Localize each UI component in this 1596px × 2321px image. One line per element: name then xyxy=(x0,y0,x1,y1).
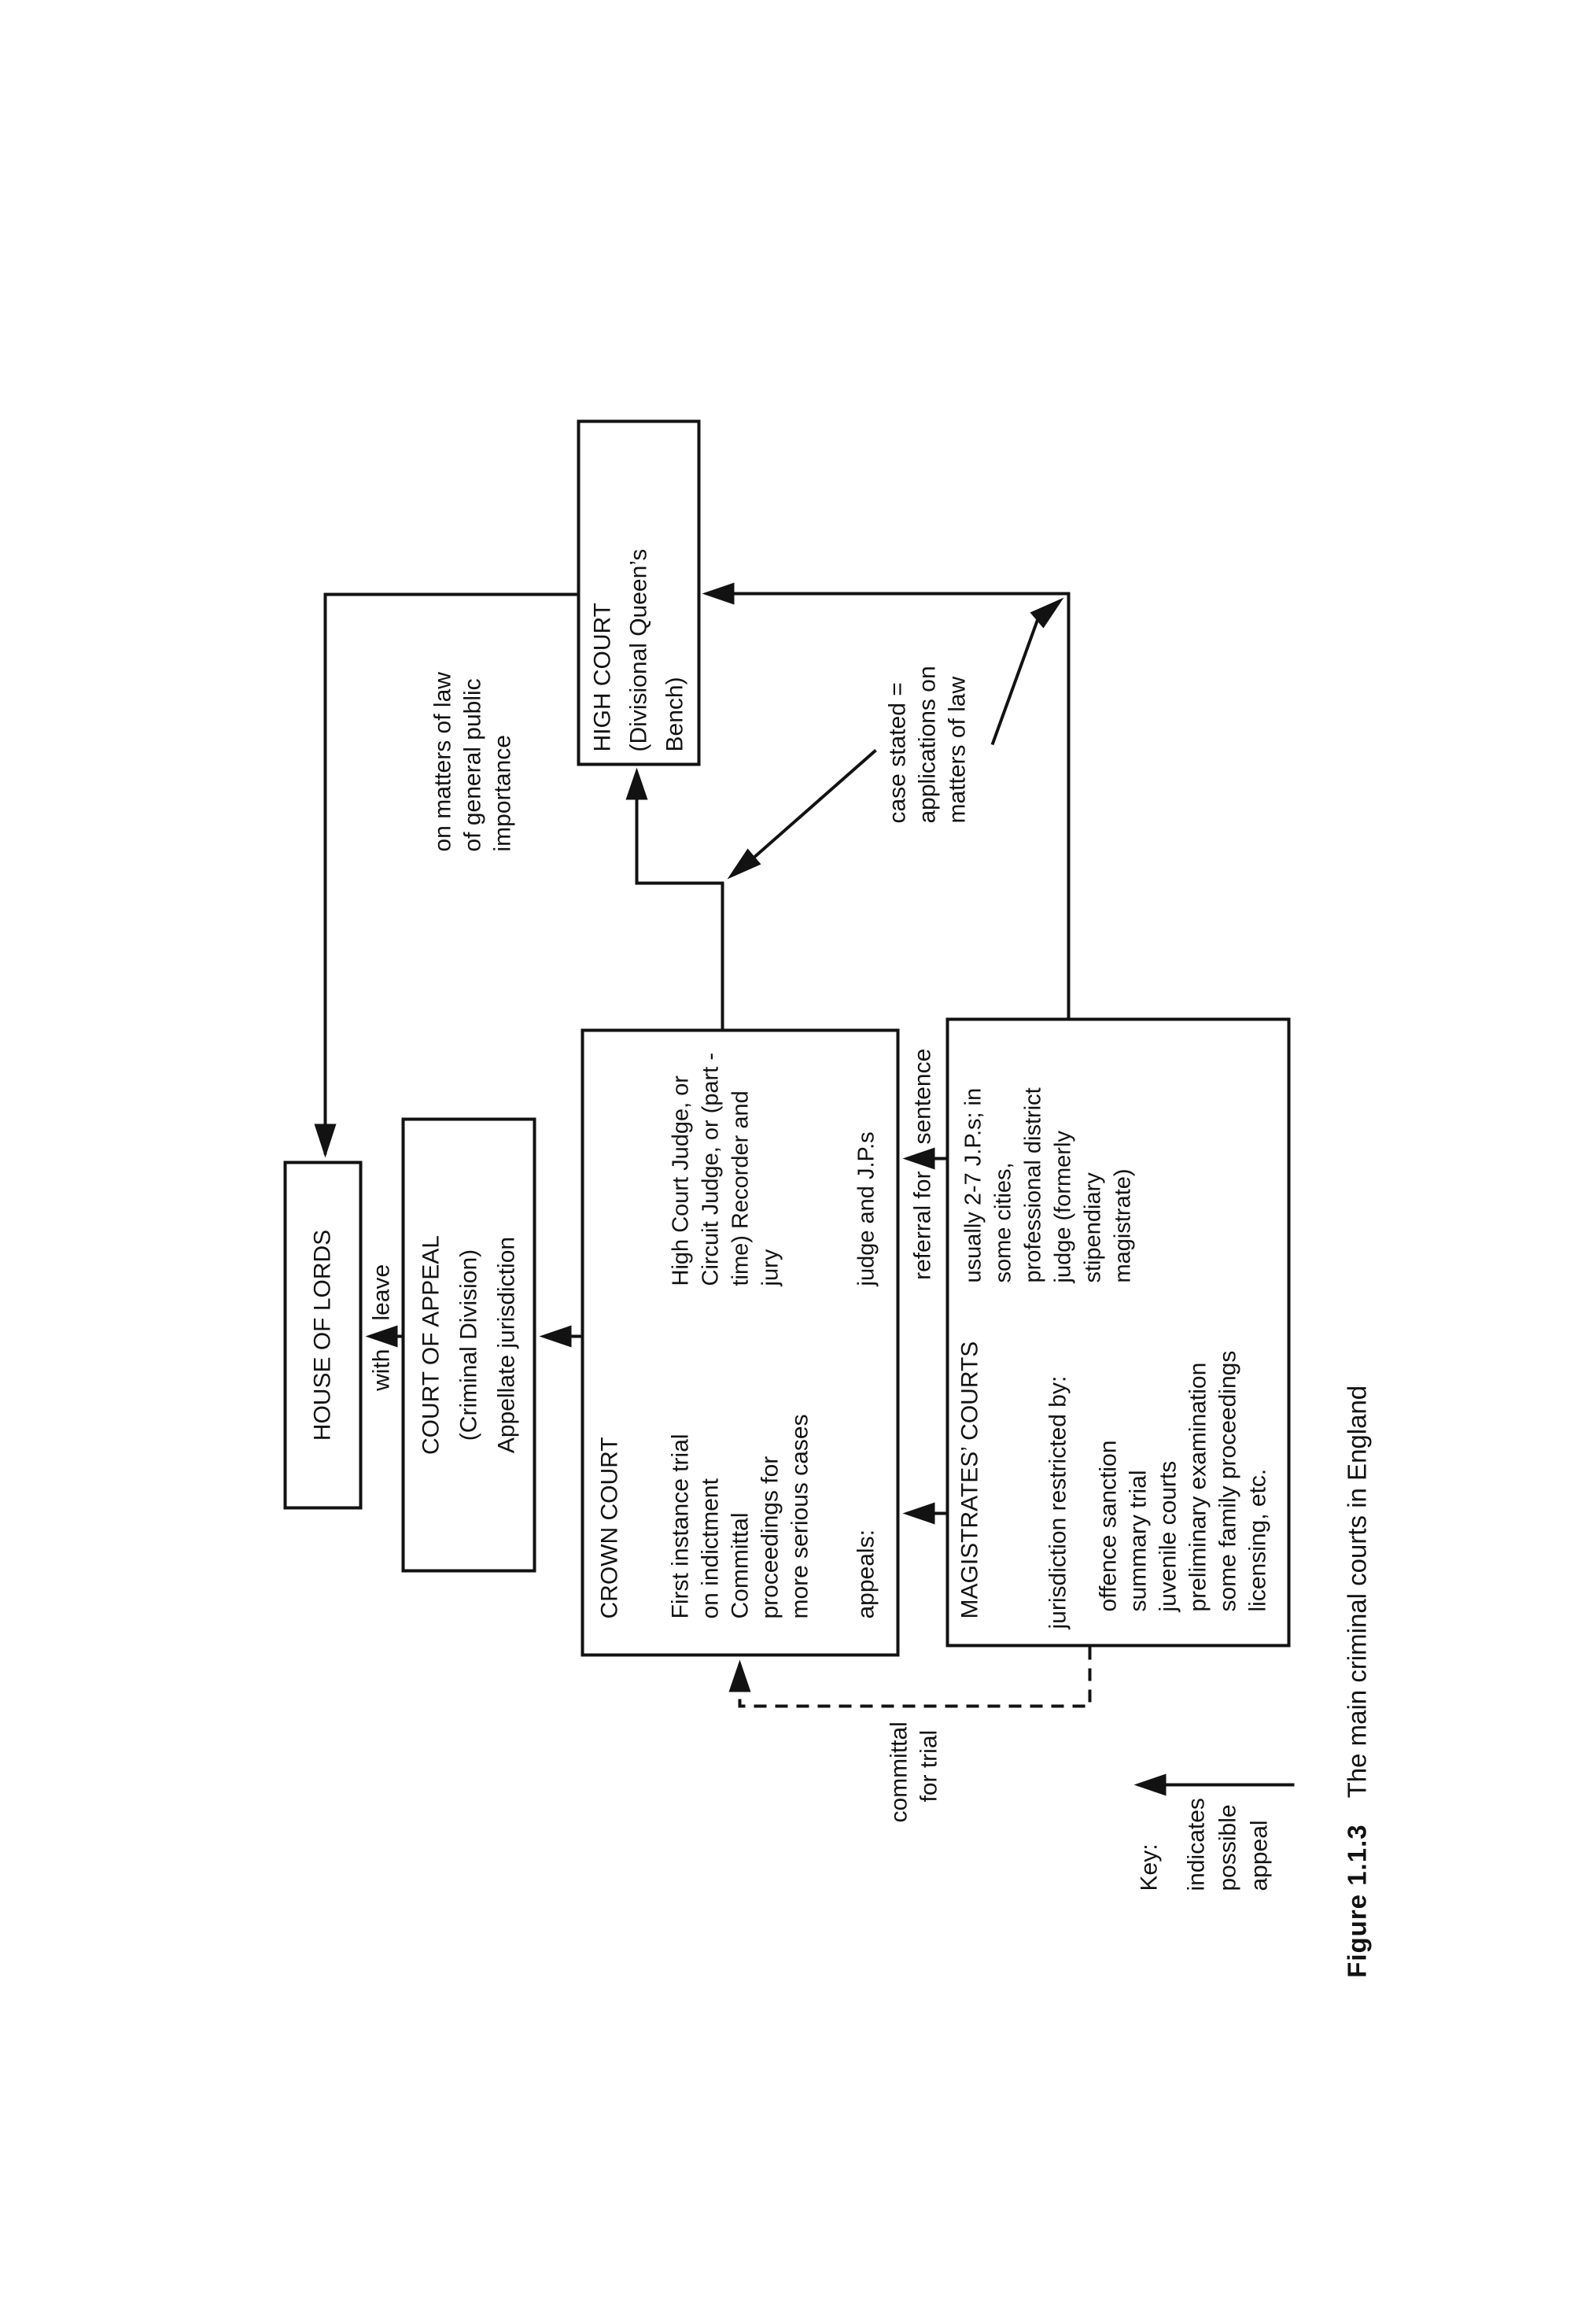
crown-court-right-line2: Circuit Judge, or (part - xyxy=(698,1052,723,1286)
arrowhead-key xyxy=(1133,1773,1166,1795)
line-highcourt-to-lords xyxy=(323,592,577,1154)
magistrates-intro: jurisdiction restricted by: xyxy=(1045,1375,1071,1629)
arrowhead-with-leave xyxy=(365,1325,397,1347)
label-case-stated-line3: matters of law xyxy=(944,676,970,823)
crown-court-left-line5: more serious cases xyxy=(787,1413,813,1618)
figure-caption-text: The main criminal courts in England xyxy=(1342,1385,1371,1798)
crown-court-left-line4: proceedings for xyxy=(757,1456,783,1618)
arrowhead-diagonal-nw xyxy=(727,848,761,879)
crown-court-left-line2: on indictment xyxy=(697,1478,723,1618)
arrowhead-diagonal-se xyxy=(1030,597,1063,628)
label-hol-appeal-line1: on matters of law xyxy=(429,671,455,851)
figure-caption: Figure 1.1.3 The main criminal courts in… xyxy=(1312,1385,1402,2006)
label-committal-line1: committal xyxy=(886,1721,912,1822)
crown-court-title: CROWN COURT xyxy=(596,1436,622,1618)
magistrates-right-line6: magistrate) xyxy=(1110,1168,1135,1282)
court-of-appeal-line2: (Criminal Division) xyxy=(455,1249,481,1441)
figure-caption-number: Figure 1.1.3 xyxy=(1342,1823,1371,1978)
line-committal-dashed xyxy=(738,1647,1091,1707)
line-crown-to-highcourt xyxy=(635,798,724,1028)
box-house-of-lords: HOUSE OF LORDS xyxy=(283,1160,362,1509)
line-case-stated-diagonal-upper xyxy=(750,748,877,861)
key-title: Key: xyxy=(1136,1843,1162,1891)
key-line3: appeal xyxy=(1246,1819,1272,1891)
arrowhead-referral xyxy=(902,1147,934,1169)
key-line2: possible xyxy=(1215,1803,1240,1891)
line-magistrates-to-highcourt xyxy=(732,592,1070,1017)
arrowhead-crown-to-appeal xyxy=(539,1325,571,1347)
magistrates-right-line5: stipendiary xyxy=(1080,1172,1105,1282)
key-line1: indicates xyxy=(1183,1797,1209,1891)
crown-court-left-line3: Committal xyxy=(727,1511,753,1618)
magistrates-item1: offence sanction xyxy=(1095,1440,1121,1611)
label-with: with xyxy=(368,1349,394,1391)
arrowhead-committal-dashed xyxy=(728,1659,750,1692)
line-case-stated-diagonal-lower xyxy=(990,618,1039,745)
box-high-court: HIGH COURT (Divisional Queen’s Bench) xyxy=(577,419,700,766)
arrowhead-magistrates-appeal xyxy=(902,1502,934,1524)
court-of-appeal-line3: Appellate jurisdiction xyxy=(493,1236,519,1453)
box-court-of-appeal: COURT OF APPEAL (Criminal Division) Appe… xyxy=(401,1117,536,1572)
magistrates-right-line4: judge (formerly xyxy=(1050,1130,1075,1282)
crown-court-right-line3: time) Recorder and xyxy=(728,1090,753,1286)
label-sentence: sentence xyxy=(909,1048,935,1144)
magistrates-item2: summary trial xyxy=(1125,1469,1151,1611)
arrowhead-into-highcourt-left xyxy=(625,767,647,799)
magistrates-right-line1: usually 2-7 J.P.s; in xyxy=(960,1087,986,1282)
label-case-stated-line1: case stated = xyxy=(884,681,910,823)
high-court-line3: Bench) xyxy=(662,676,687,751)
magistrates-right-line3: professional district xyxy=(1020,1087,1045,1282)
magistrates-right-line2: some cities, xyxy=(990,1161,1015,1282)
court-of-appeal-line1: COURT OF APPEAL xyxy=(418,1234,444,1455)
label-committal-line2: for trial xyxy=(916,1729,942,1802)
magistrates-item6: licensing, etc. xyxy=(1244,1468,1270,1611)
crown-court-right-line1: High Court Judge, or xyxy=(668,1075,693,1286)
magistrates-item3: juvenile courts xyxy=(1155,1460,1181,1611)
crown-court-right-line4: jury xyxy=(757,1249,783,1286)
crown-court-appeals-bench: judge and J.P.s xyxy=(853,1131,879,1286)
magistrates-item4: preliminary examination xyxy=(1185,1362,1211,1611)
figure-caption-spacer xyxy=(1342,1798,1371,1824)
high-court-line2: (Divisional Queen’s xyxy=(625,548,651,751)
arrowhead-into-lords-right xyxy=(314,1124,336,1157)
label-hol-appeal-line2: of general public xyxy=(459,677,485,851)
label-case-stated-line2: applications on xyxy=(914,665,940,823)
high-court-line1: HIGH COURT xyxy=(589,602,615,751)
house-of-lords-title: HOUSE OF LORDS xyxy=(309,1229,335,1441)
magistrates-item5: some family proceedings xyxy=(1215,1350,1240,1611)
crown-court-left-line1: First instance trial xyxy=(667,1433,693,1618)
arrowhead-into-highcourt-bottom xyxy=(702,582,734,604)
magistrates-title: MAGISTRATES’ COURTS xyxy=(956,1341,982,1618)
label-hol-appeal-line3: importance xyxy=(489,734,515,851)
label-leave: leave xyxy=(368,1264,394,1320)
crown-court-appeals-label: appeals: xyxy=(853,1529,879,1618)
label-referral-for: referral for xyxy=(909,1171,935,1280)
